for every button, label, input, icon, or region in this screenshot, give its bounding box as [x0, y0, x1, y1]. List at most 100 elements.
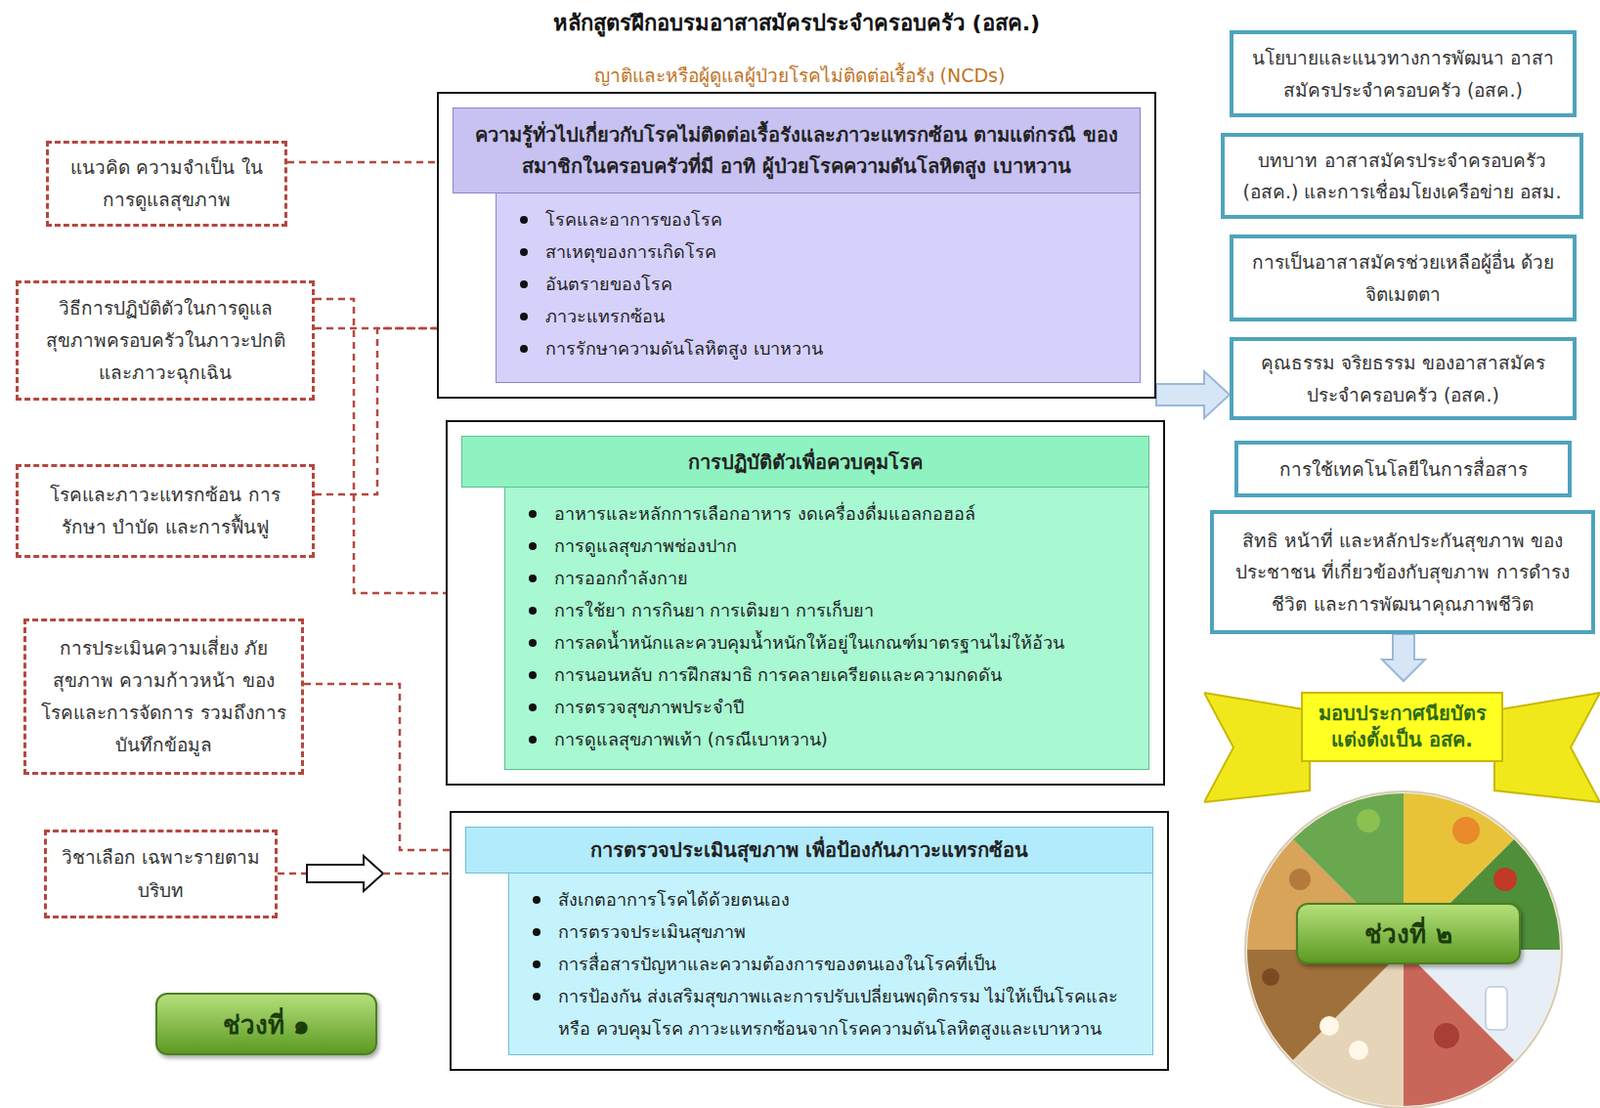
btn-node: ช่วงที่ ๒ [1296, 903, 1521, 965]
box-text: การเป็นอาสาสมัครช่วยเหลือผู้อื่น ด้วยจิต… [1247, 246, 1559, 310]
list-row: โรคและอาการของโรค [516, 203, 1121, 236]
box-text-wrap: บทบาท อาสาสมัครประจำครอบครัว (อสค.) และก… [1238, 144, 1566, 209]
btn-node: ช่วงที่ ๑ [155, 993, 378, 1056]
connector [303, 684, 450, 851]
list-item: โรคและอาการของโรค [545, 203, 723, 236]
list-row: อาหารและหลักการเลือกอาหาร งดเครื่องดื่มแ… [524, 497, 1129, 530]
bullet-dot [519, 312, 528, 321]
connector [277, 856, 450, 892]
dash-node: วิชาเลือก เฉพาะรายตามบริบท [43, 829, 278, 919]
teal-node: การเป็นอาสาสมัครช่วยเหลือผู้อื่น ด้วยจิต… [1229, 234, 1577, 322]
box-text: โรคและภาวะแทรกซ้อน การรักษา บำบัด และการ… [30, 478, 301, 545]
list-item: ภาวะแทรกซ้อน [545, 300, 665, 333]
list-row: สาเหตุของการเกิดโรค [516, 235, 1121, 268]
box-text-wrap: สิทธิ หน้าที่ และหลักประกันสุขภาพ ของประ… [1227, 524, 1578, 620]
subtitle-label: ญาติและหรือผู้ดูแลผู้ป่วยโรคไม่ติดต่อเรื… [390, 60, 1209, 90]
banner-node: มอบประกาศนียบัตร แต่งตั้งเป็น อสค. [1204, 681, 1600, 807]
list-row: การออกกำลังกาย [524, 562, 1129, 595]
box-text: การใช้เทคโนโลยีในการสื่อสาร [1279, 453, 1528, 485]
list-row: การรักษาความดันโลหิตสูง เบาหวาน [516, 332, 1121, 365]
bullet-dot [528, 703, 537, 712]
box-text-wrap: การเป็นอาสาสมัครช่วยเหลือผู้อื่น ด้วยจิต… [1247, 246, 1559, 310]
connector [314, 299, 446, 594]
section-body-band: สังเกตอาการโรคได้ด้วยตนเองการตรวจประเมิน… [508, 873, 1154, 1056]
box-text: นโยบายและแนวทางการพัฒนา อาสาสมัครประจำคร… [1247, 42, 1559, 106]
list-item: การออกกำลังกาย [554, 562, 689, 595]
bullet-dot [528, 574, 537, 583]
list-item: สาเหตุของการเกิดโรค [545, 235, 717, 268]
list-item: การลดน้ำหนักและควบคุมน้ำหนักให้อยู่ในเกณ… [554, 626, 1065, 659]
section-body-band: อาหารและหลักการเลือกอาหาร งดเครื่องดื่มแ… [504, 487, 1150, 771]
teal-node: สิทธิ หน้าที่ และหลักประกันสุขภาพ ของประ… [1210, 510, 1596, 635]
list-item: การรักษาความดันโลหิตสูง เบาหวาน [545, 332, 823, 365]
bullet-dot [528, 735, 537, 744]
list-item: อันตรายของโรค [545, 267, 673, 301]
section-header-band: การปฏิบัติตัวเพื่อควบคุมโรค [461, 435, 1150, 488]
bullet-dot [528, 606, 537, 615]
bullet-dot [528, 671, 537, 680]
box-text-wrap: ช่วงที่ ๒ [1364, 913, 1452, 954]
box-text-wrap: วิชาเลือก เฉพาะรายตามบริบท [58, 841, 263, 908]
list-item: การดูแลสุขภาพเท้า (กรณีเบาหวาน) [554, 723, 828, 756]
banner-text-box: มอบประกาศนียบัตร แต่งตั้งเป็น อสค. [1301, 692, 1503, 762]
box-text-wrap: การใช้เทคโนโลยีในการสื่อสาร [1279, 453, 1528, 485]
box-text-wrap: วิธีการปฏิบัติตัวในการดูแล สุขภาพครอบครั… [30, 292, 301, 390]
section-heading: การปฏิบัติตัวเพื่อควบคุมโรค [688, 446, 923, 478]
phase-label: ช่วงที่ ๒ [1364, 913, 1452, 954]
bullet-dot [532, 928, 541, 937]
box-text: บทบาท อาสาสมัครประจำครอบครัว (อสค.) และก… [1238, 144, 1566, 209]
box-text-wrap: นโยบายและแนวทางการพัฒนา อาสาสมัครประจำคร… [1247, 42, 1559, 106]
bullet-dot [519, 216, 528, 224]
section-heading: ความรู้ทั่วไปเกี่ยวกับโรคไม่ติดต่อเรื้อร… [471, 119, 1123, 182]
list-item: การนอนหลับ การฝึกสมาธิ การคลายเครียดและค… [554, 658, 1002, 692]
teal-node: นโยบายและแนวทางการพัฒนา อาสาสมัครประจำคร… [1229, 30, 1577, 118]
section-heading: การตรวจประเมินสุขภาพ เพื่อป้องกันภาวะแทร… [590, 834, 1029, 866]
list-row: การดูแลสุขภาพช่องปาก [524, 529, 1129, 563]
sec-node: ความรู้ทั่วไปเกี่ยวกับโรคไม่ติดต่อเรื้อร… [436, 91, 1157, 399]
bullet-dot [532, 896, 541, 905]
dashed-leader [314, 299, 446, 594]
connector [1382, 634, 1426, 682]
bullet-dot [532, 993, 541, 1001]
ribbon-right-wing [1494, 692, 1600, 803]
teal-node: บทบาท อาสาสมัครประจำครอบครัว (อสค.) และก… [1220, 132, 1584, 219]
list-row: การลดน้ำหนักและควบคุมน้ำหนักให้อยู่ในเกณ… [524, 626, 1129, 659]
list-item: การป้องกัน ส่งเสริมสุขภาพและการปรับเปลี่… [558, 980, 1133, 1045]
block-arrow [1156, 371, 1230, 419]
box-text-wrap: ช่วงที่ ๑ [222, 1004, 310, 1045]
list-row: ภาวะแทรกซ้อน [516, 300, 1121, 333]
bullet-dot [519, 345, 528, 353]
list-row: การตรวจสุขภาพประจำปี [524, 691, 1129, 724]
section-header-band: ความรู้ทั่วไปเกี่ยวกับโรคไม่ติดต่อเรื้อร… [452, 107, 1141, 194]
section-header-band: การตรวจประเมินสุขภาพ เพื่อป้องกันภาวะแทร… [465, 826, 1154, 874]
bullet-dot [532, 960, 541, 969]
list-row: การดูแลสุขภาพเท้า (กรณีเบาหวาน) [524, 723, 1129, 756]
dashed-leader [314, 328, 437, 495]
box-text: สิทธิ หน้าที่ และหลักประกันสุขภาพ ของประ… [1227, 524, 1578, 620]
block-arrow [306, 856, 384, 892]
block-arrow [1382, 634, 1426, 682]
dash-node: แนวคิด ความจำเป็น ในการดูแลสุขภาพ [45, 140, 288, 227]
phase-label: ช่วงที่ ๑ [222, 1004, 310, 1045]
list-row: อันตรายของโรค [516, 267, 1121, 301]
box-text-wrap: แนวคิด ความจำเป็น ในการดูแลสุขภาพ [60, 151, 273, 217]
box-text-wrap: โรคและภาวะแทรกซ้อน การรักษา บำบัด และการ… [30, 478, 301, 545]
list-item: การดูแลสุขภาพช่องปาก [554, 529, 737, 563]
sec-node: การตรวจประเมินสุขภาพ เพื่อป้องกันภาวะแทร… [449, 811, 1169, 1072]
box-text: การประเมินความเสี่ยง ภัยสุขภาพ ความก้าวห… [38, 632, 290, 763]
diagram-title: หลักสูตรฝึกอบรมอาสาสมัครประจำครอบครัว (อ… [293, 5, 1300, 41]
teal-node: คุณธรรม จริยธรรม ของอาสาสมัคร ประจำครอบค… [1229, 337, 1577, 421]
list-row: สังเกตอาการโรคได้ด้วยตนเอง [528, 883, 1133, 916]
bullet-dot [528, 542, 537, 551]
dashed-leader [383, 872, 450, 876]
list-row: การนอนหลับ การฝึกสมาธิ การคลายเครียดและค… [524, 658, 1129, 692]
list-item: การสื่อสารปัญหาและความต้องการของตนเองในโ… [558, 948, 996, 981]
dashed-leader [277, 872, 307, 876]
box-text-wrap: การประเมินความเสี่ยง ภัยสุขภาพ ความก้าวห… [38, 632, 290, 763]
box-text: แนวคิด ความจำเป็น ในการดูแลสุขภาพ [60, 151, 273, 217]
list-item: การตรวจสุขภาพประจำปี [554, 691, 744, 724]
box-text: คุณธรรม จริยธรรม ของอาสาสมัคร ประจำครอบค… [1247, 346, 1559, 411]
dashed-leader [287, 161, 437, 165]
sec-node: การปฏิบัติตัวเพื่อควบคุมโรคอาหารและหลักก… [445, 420, 1166, 786]
